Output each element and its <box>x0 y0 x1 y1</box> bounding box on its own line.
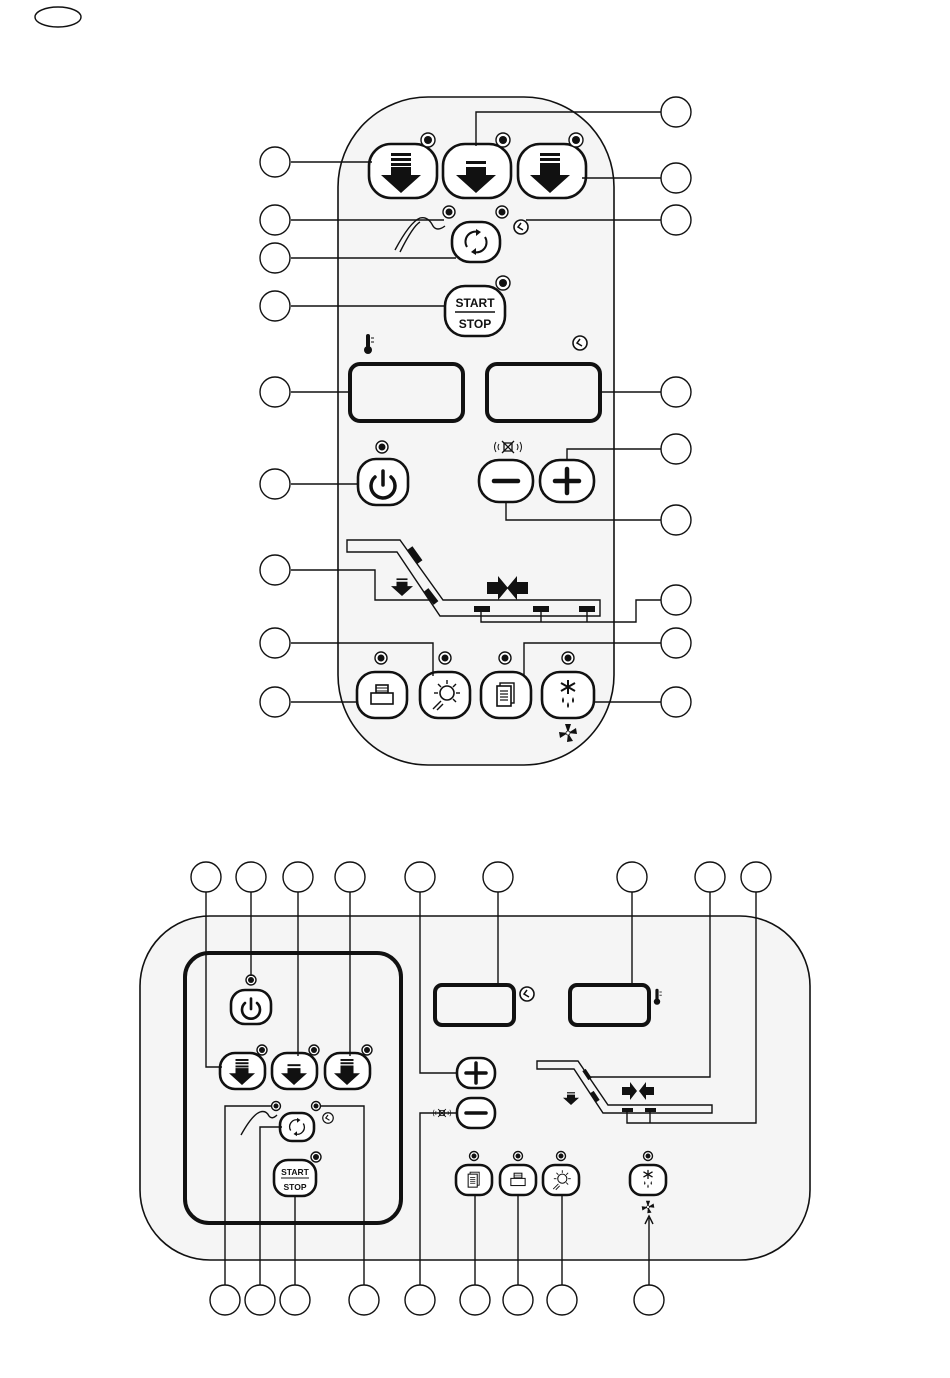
frost-button[interactable] <box>542 672 594 718</box>
minus-button-h[interactable] <box>457 1098 495 1128</box>
wash-button-2[interactable] <box>443 144 511 198</box>
vertical-panel: START STOP <box>338 97 614 765</box>
clock-icon <box>573 336 587 350</box>
callout-circle <box>210 1285 240 1315</box>
start-led <box>313 1154 319 1160</box>
callout-circle <box>695 862 725 892</box>
print-button-h[interactable] <box>500 1165 536 1195</box>
callout-circle <box>236 862 266 892</box>
callout-circle <box>661 628 691 658</box>
wash-3-led <box>364 1047 370 1053</box>
power-led <box>379 444 386 451</box>
cycle-button-h[interactable] <box>280 1113 314 1141</box>
plus-button-h[interactable] <box>457 1058 495 1088</box>
callout-circle <box>260 687 290 717</box>
documents-button[interactable] <box>481 672 531 718</box>
wash-button-3-h[interactable] <box>325 1053 370 1089</box>
callout-circle <box>280 1285 310 1315</box>
callout-circle <box>191 862 221 892</box>
delay-led <box>314 1104 319 1109</box>
callout-circle <box>260 555 290 585</box>
callout-circle <box>661 97 691 127</box>
wash-button-1-h[interactable] <box>220 1053 265 1089</box>
start-led <box>499 279 507 287</box>
callout-circle <box>661 434 691 464</box>
power-button-h[interactable] <box>231 990 271 1024</box>
wash-1-led <box>424 136 432 144</box>
stop-label: STOP <box>459 317 491 331</box>
wash-2-led <box>311 1047 317 1053</box>
curve-led <box>274 1104 279 1109</box>
callout-circle <box>661 377 691 407</box>
dry-button[interactable] <box>420 672 470 718</box>
power-button[interactable] <box>358 459 408 505</box>
callout-circle <box>405 1285 435 1315</box>
callout-circle <box>483 862 513 892</box>
frost-led <box>646 1154 651 1159</box>
clock-icon <box>323 1113 334 1124</box>
callout-circle <box>661 163 691 193</box>
callout-circle <box>617 862 647 892</box>
minus-button[interactable] <box>479 460 533 502</box>
start-label-h: START <box>281 1167 310 1177</box>
docs-led <box>502 655 509 662</box>
callout-circle <box>260 469 290 499</box>
print-button[interactable] <box>357 672 407 718</box>
callout-circle <box>245 1285 275 1315</box>
docs-led <box>472 1154 477 1159</box>
header-oval <box>35 7 81 27</box>
frost-led <box>565 655 572 662</box>
callout-circle <box>661 585 691 615</box>
start-stop-button[interactable]: START STOP <box>445 286 505 336</box>
dry-led <box>442 655 449 662</box>
documents-icon <box>497 683 514 706</box>
callout-circle <box>335 862 365 892</box>
curve-led <box>446 209 453 216</box>
callout-circle <box>661 687 691 717</box>
wash-button-3[interactable] <box>518 144 586 198</box>
wash-3-led <box>572 136 580 144</box>
print-led <box>378 655 385 662</box>
callout-circle <box>741 862 771 892</box>
documents-icon <box>468 1172 479 1187</box>
clock-icon <box>514 220 528 234</box>
callout-circle <box>260 147 290 177</box>
dry-led <box>559 1154 564 1159</box>
wash-2-led <box>499 136 507 144</box>
wash-button-2-h[interactable] <box>272 1053 317 1089</box>
callout-circle <box>260 243 290 273</box>
callout-circle <box>503 1285 533 1315</box>
frost-button-h[interactable] <box>630 1165 666 1195</box>
callout-circle <box>547 1285 577 1315</box>
callout-circle <box>460 1285 490 1315</box>
callout-circle <box>260 377 290 407</box>
wash-button-1[interactable] <box>369 144 437 198</box>
wash-1-led <box>259 1047 265 1053</box>
callout-circle <box>283 862 313 892</box>
callout-circle <box>405 862 435 892</box>
start-stop-button-h[interactable]: START STOP <box>274 1160 316 1196</box>
cycle-button[interactable] <box>452 222 500 262</box>
plus-button[interactable] <box>540 460 594 502</box>
delay-led <box>499 209 506 216</box>
callout-circle <box>349 1285 379 1315</box>
callout-circle <box>260 628 290 658</box>
callout-circle <box>260 205 290 235</box>
callout-circle <box>260 291 290 321</box>
documents-button-h[interactable] <box>456 1165 492 1195</box>
clock-icon <box>520 987 534 1001</box>
callout-circle <box>634 1285 664 1315</box>
callout-circle <box>661 205 691 235</box>
power-led <box>248 977 254 983</box>
dry-button-h[interactable] <box>543 1165 579 1195</box>
print-led <box>516 1154 521 1159</box>
stop-label-h: STOP <box>284 1182 307 1192</box>
start-label: START <box>455 296 495 310</box>
callout-circle <box>661 505 691 535</box>
